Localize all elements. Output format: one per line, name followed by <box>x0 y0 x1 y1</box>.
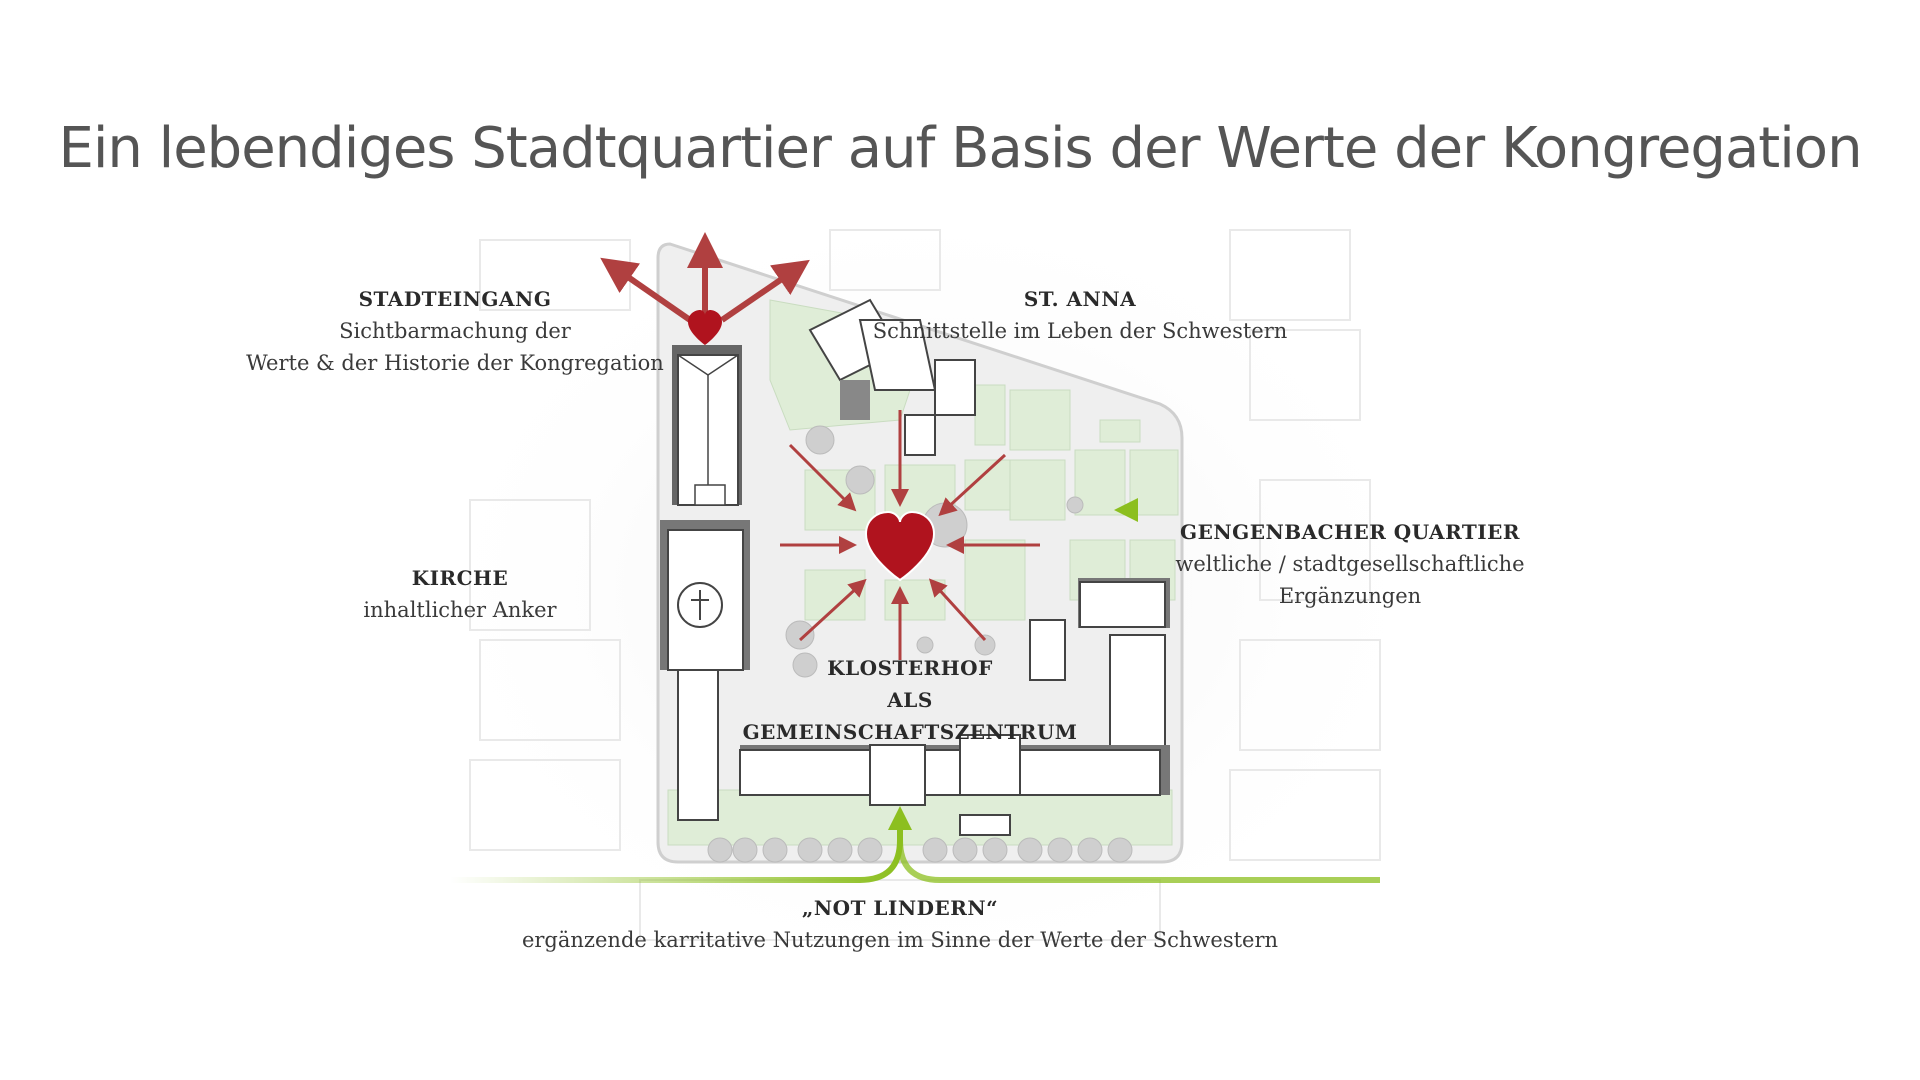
building-stadteingang <box>672 345 742 505</box>
label-kirche: KIRCHE inhaltlicher Anker <box>330 562 590 626</box>
label-stadteingang: STADTEINGANG Sichtbarmachung der Werte &… <box>240 283 670 379</box>
label-heading: ALS GEMEINSCHAFTSZENTRUM <box>740 684 1080 748</box>
label-text: weltliche / stadtgesellschaftliche <box>1140 548 1560 580</box>
label-text: Sichtbarmachung der <box>240 315 670 347</box>
label-heading: „NOT LINDERN“ <box>460 892 1340 924</box>
label-text: Ergänzungen <box>1140 580 1560 612</box>
label-text: inhaltlicher Anker <box>330 594 590 626</box>
page-title: Ein lebendiges Stadtquartier auf Basis d… <box>0 116 1920 181</box>
label-heading: GENGENBACHER QUARTIER <box>1140 516 1560 548</box>
label-text: Werte & der Historie der Kongregation <box>240 347 670 379</box>
label-heading: STADTEINGANG <box>240 283 670 315</box>
label-gengenbacher: GENGENBACHER QUARTIER weltliche / stadtg… <box>1140 516 1560 612</box>
label-klosterhof: KLOSTERHOF ALS GEMEINSCHAFTSZENTRUM <box>740 652 1080 748</box>
label-not-lindern: „NOT LINDERN“ ergänzende karritative Nut… <box>460 892 1340 956</box>
label-heading: ST. ANNA <box>860 283 1300 315</box>
label-st-anna: ST. ANNA Schnittstelle im Leben der Schw… <box>860 283 1300 347</box>
label-heading: KIRCHE <box>330 562 590 594</box>
label-text: ergänzende karritative Nutzungen im Sinn… <box>460 924 1340 956</box>
label-text: Schnittstelle im Leben der Schwestern <box>860 315 1300 347</box>
label-heading: KLOSTERHOF <box>740 652 1080 684</box>
